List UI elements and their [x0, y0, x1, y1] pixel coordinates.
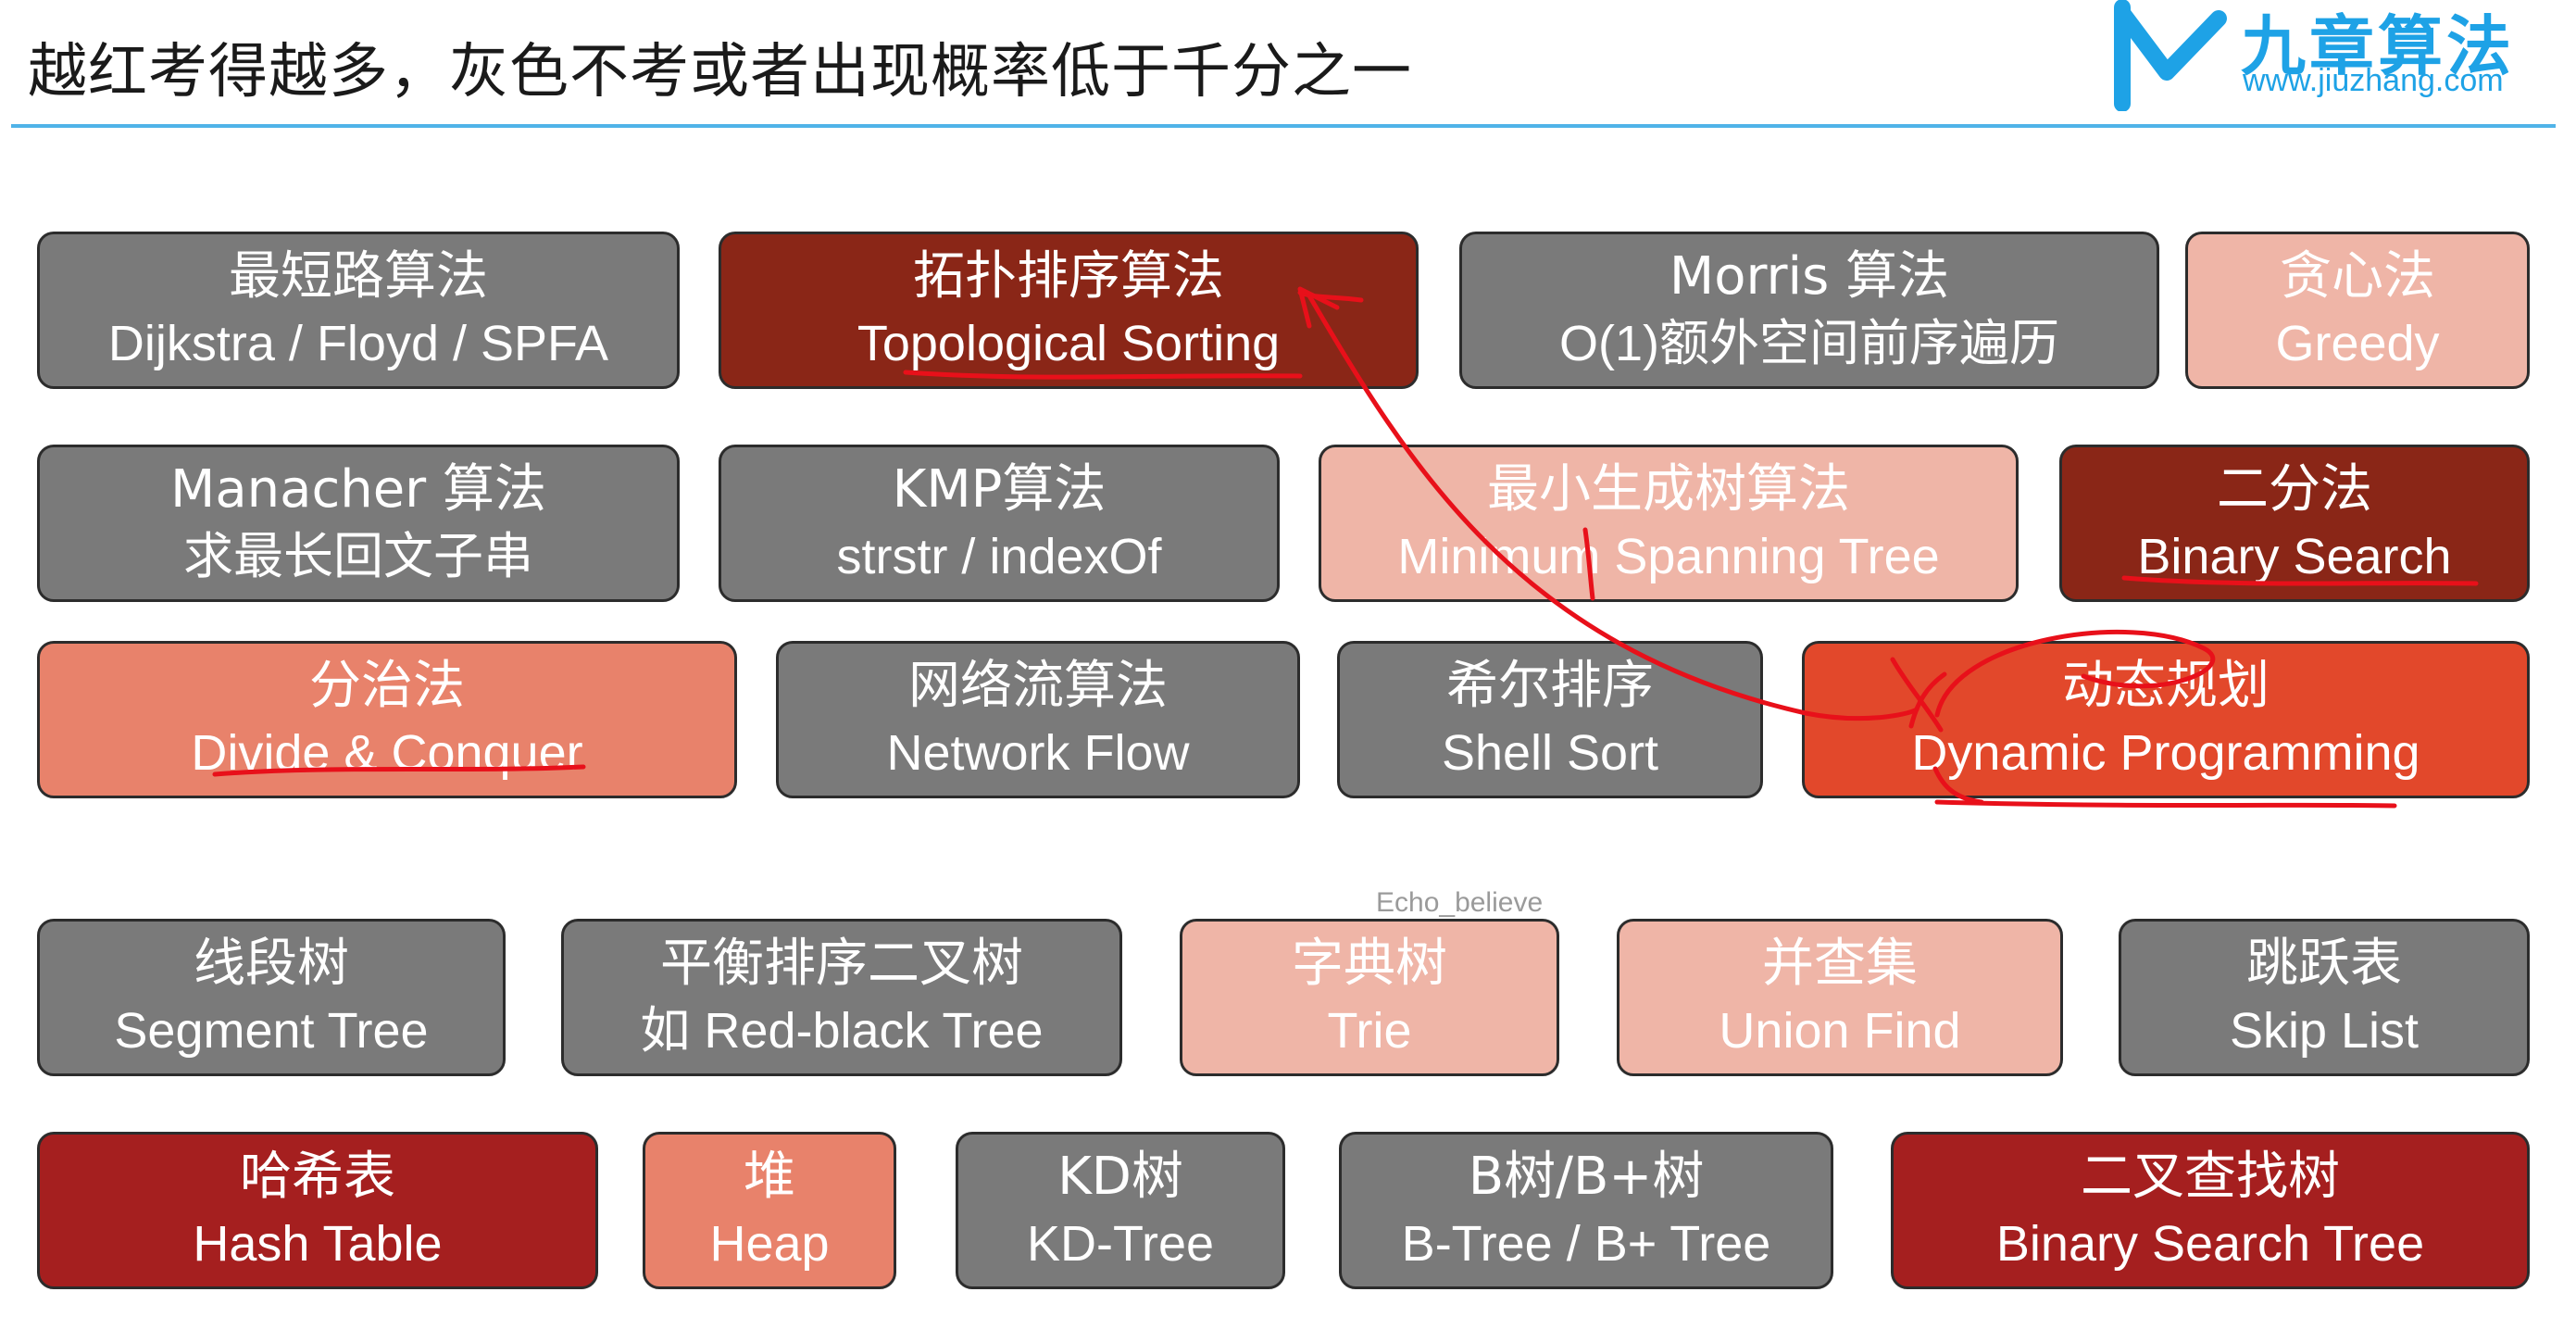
card-title-en: Dynamic Programming — [1911, 725, 2420, 781]
card-title-zh: 线段树 — [194, 934, 349, 994]
underline-dynamic-programming — [1934, 799, 2397, 809]
card-title-en: B-Tree / B+ Tree — [1401, 1216, 1771, 1272]
card-title-zh: 最小生成树算法 — [1487, 459, 1850, 520]
card-title-en: Shell Sort — [1441, 725, 1659, 781]
jiuzhang-logo-icon — [2114, 0, 2227, 111]
card-title-zh: 哈希表 — [240, 1147, 395, 1207]
card-title-zh: 二叉查找树 — [2081, 1147, 2340, 1207]
card-manacher: Manacher 算法 求最长回文子串 — [37, 445, 680, 602]
card-title-en: Segment Tree — [114, 1003, 429, 1059]
card-title-zh: 平衡排序二叉树 — [660, 934, 1023, 994]
card-title-en: KD-Tree — [1026, 1216, 1215, 1272]
card-title-en: Union Find — [1719, 1003, 1961, 1059]
card-union-find: 并查集 Union Find — [1617, 919, 2063, 1076]
card-kd-tree: KD树 KD-Tree — [956, 1132, 1285, 1289]
card-title-zh: 动态规划 — [2062, 656, 2270, 716]
watermark: Echo_believe — [1376, 887, 1544, 918]
card-title-zh: 贪心法 — [2280, 246, 2435, 307]
card-shortest-path: 最短路算法 Dijkstra / Floyd / SPFA — [37, 232, 680, 389]
card-title-zh: 最短路算法 — [229, 246, 488, 307]
card-title-en: 求最长回文子串 — [183, 529, 533, 584]
card-topological-sorting: 拓扑排序算法 Topological Sorting — [719, 232, 1419, 389]
logo-text: 九章算法 — [2241, 8, 2515, 84]
card-title-zh: 堆 — [744, 1147, 795, 1207]
card-title-en: Hash Table — [193, 1216, 443, 1272]
card-title-zh: KMP算法 — [892, 459, 1107, 520]
card-title-en: 如 Red-black Tree — [640, 1003, 1044, 1059]
card-dynamic-programming: 动态规划 Dynamic Programming — [1802, 641, 2530, 798]
card-title-en: Skip List — [2229, 1003, 2420, 1059]
card-title-zh: 希尔排序 — [1446, 656, 1654, 716]
card-title-en: Topological Sorting — [857, 316, 1281, 371]
card-title-zh: Morris 算法 — [1669, 246, 1950, 307]
logo-url: www.jiuzhang.com — [2243, 63, 2504, 98]
card-skip-list: 跳跃表 Skip List — [2119, 919, 2530, 1076]
card-title-en: Binary Search Tree — [1995, 1216, 2425, 1272]
header-divider — [11, 124, 2556, 128]
card-balanced-tree: 平衡排序二叉树 如 Red-black Tree — [561, 919, 1122, 1076]
card-title-en: Network Flow — [886, 725, 1190, 781]
card-title-zh: 网络流算法 — [908, 656, 1168, 716]
card-shell-sort: 希尔排序 Shell Sort — [1337, 641, 1763, 798]
card-title-en: Binary Search — [2137, 529, 2452, 584]
card-title-en: Heap — [709, 1216, 830, 1272]
card-hash-table: 哈希表 Hash Table — [37, 1132, 598, 1289]
logo: 九章算法 www.jiuzhang.com — [2102, 0, 2565, 120]
card-title-zh: 二分法 — [2217, 459, 2372, 520]
card-trie: 字典树 Trie — [1180, 919, 1559, 1076]
card-title-en: Trie — [1327, 1003, 1412, 1059]
card-title-en: O(1)额外空间前序遍历 — [1559, 316, 2059, 371]
card-divide-conquer: 分治法 Divide & Conquer — [37, 641, 737, 798]
card-network-flow: 网络流算法 Network Flow — [776, 641, 1300, 798]
card-title-zh: 分治法 — [309, 656, 465, 716]
card-title-zh: B树/B+树 — [1468, 1147, 1705, 1207]
card-greedy: 贪心法 Greedy — [2185, 232, 2530, 389]
card-title-zh: 拓扑排序算法 — [913, 246, 1224, 307]
card-binary-search: 二分法 Binary Search — [2059, 445, 2530, 602]
page-title: 越红考得越多，灰色不考或者出现概率低于千分之一 — [28, 38, 1412, 107]
card-kmp: KMP算法 strstr / indexOf — [719, 445, 1280, 602]
card-mst: 最小生成树算法 Minimum Spanning Tree — [1319, 445, 2019, 602]
card-morris: Morris 算法 O(1)额外空间前序遍历 — [1459, 232, 2159, 389]
card-bst: 二叉查找树 Binary Search Tree — [1891, 1132, 2530, 1289]
card-heap: 堆 Heap — [643, 1132, 896, 1289]
card-title-zh: KD树 — [1057, 1147, 1183, 1207]
card-title-zh: 跳跃表 — [2246, 934, 2402, 994]
card-title-zh: 并查集 — [1762, 934, 1918, 994]
card-title-en: Minimum Spanning Tree — [1397, 529, 1940, 584]
card-title-en: strstr / indexOf — [836, 529, 1162, 584]
card-b-tree: B树/B+树 B-Tree / B+ Tree — [1339, 1132, 1833, 1289]
card-title-en: Dijkstra / Floyd / SPFA — [107, 316, 609, 371]
card-title-en: Greedy — [2275, 316, 2440, 371]
card-title-zh: Manacher 算法 — [170, 459, 546, 520]
card-title-zh: 字典树 — [1292, 934, 1447, 994]
card-title-en: Divide & Conquer — [191, 725, 583, 781]
card-segment-tree: 线段树 Segment Tree — [37, 919, 506, 1076]
